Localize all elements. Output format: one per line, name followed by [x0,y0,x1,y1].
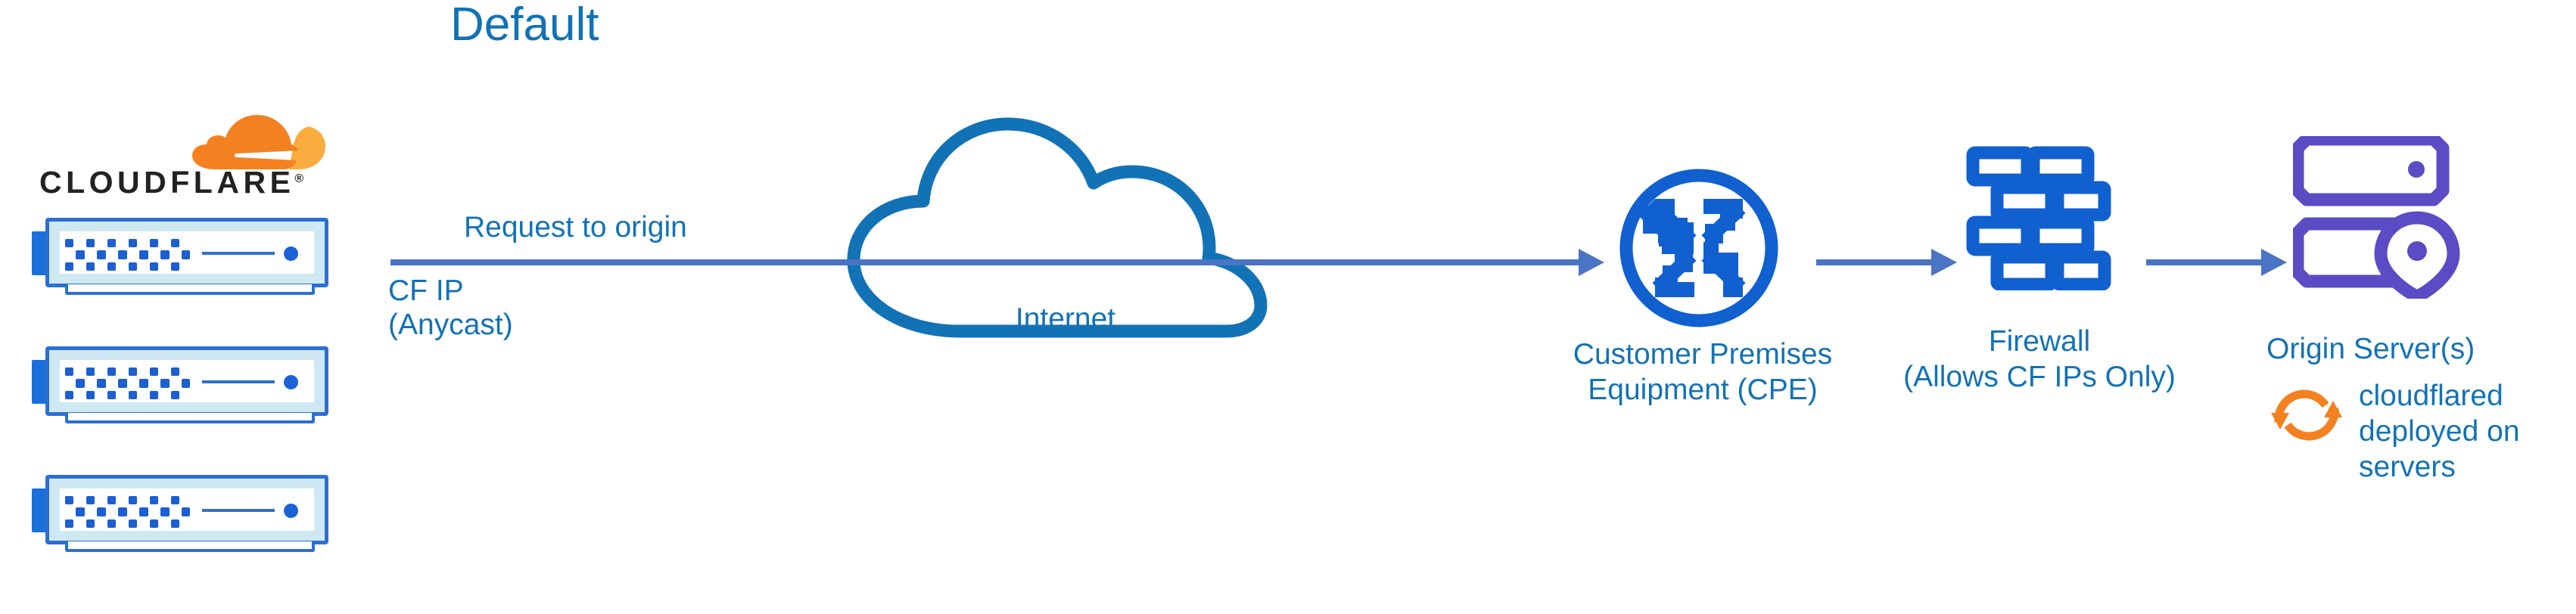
cloudflared-text: cloudflared deployed on servers [2359,378,2548,485]
arrow-cpe-to-firewall-head-icon [1931,249,1957,276]
server-port-dots-icon [65,239,190,271]
cloudflare-wordmark-text: CLOUDFLARE [39,165,295,200]
cpe-label: Customer Premises Equipment (CPE) [1506,336,1899,408]
sync-refresh-icon [2271,389,2342,441]
server-status-line [202,380,275,383]
cloudflare-cloud-logo-icon [192,115,325,169]
cloudflare-wordmark: CLOUDFLARE® [39,165,342,200]
request-to-origin-label: Request to origin [464,211,687,243]
origin-server-pin-icon [2293,136,2460,299]
cf-ip-line-2: (Anycast) [388,309,513,341]
arrow-firewall-to-origin-line [2146,259,2267,265]
cloudflared-line-2: deployed on [2359,415,2520,448]
brick-wall-icon [1966,146,2111,290]
arrow-firewall-to-origin-head-icon [2261,249,2287,276]
arrow-cf-to-cpe-line [390,259,1594,265]
arrow-cf-to-cpe-head-icon [1579,249,1604,276]
cf-ip-line-1: CF IP [388,274,464,307]
server-port-dots-icon [65,496,190,528]
server-status-line [202,509,275,512]
server-led-icon [284,247,298,261]
server-base-rail [65,413,315,423]
server-led-icon [284,504,298,518]
origin-server-label: Origin Server(s) [2266,333,2475,365]
router-icon [1619,169,1778,327]
cloudflare-server-2 [32,346,334,423]
cloudflared-line-3: servers [2359,451,2456,483]
cpe-label-line-2: Equipment (CPE) [1588,374,1818,406]
firewall-label: Firewall (Allows CF IPs Only) [1846,324,2232,395]
server-led-icon [284,375,298,389]
cpe-label-line-1: Customer Premises [1573,338,1833,371]
server-port-dots-icon [65,367,190,399]
server-status-line [202,252,275,255]
server-base-rail [65,284,315,295]
page-title: Default [450,0,599,51]
cloudflare-logo: CLOUDFLARE® [39,110,342,205]
firewall-label-line-2: (Allows CF IPs Only) [1903,361,2176,393]
arrow-cpe-to-firewall-line [1816,259,1937,265]
internet-label: Internet [1015,302,1116,335]
cloudflare-server-3 [32,475,334,552]
cloudflared-line-1: cloudflared [2359,380,2503,412]
registered-mark: ® [294,172,304,185]
firewall-label-line-1: Firewall [1988,325,2091,358]
cf-ip-anycast-label: CF IP (Anycast) [388,274,513,342]
cloud-outline-icon [847,117,1268,338]
cloudflare-server-1 [32,218,334,295]
server-base-rail [65,541,315,552]
